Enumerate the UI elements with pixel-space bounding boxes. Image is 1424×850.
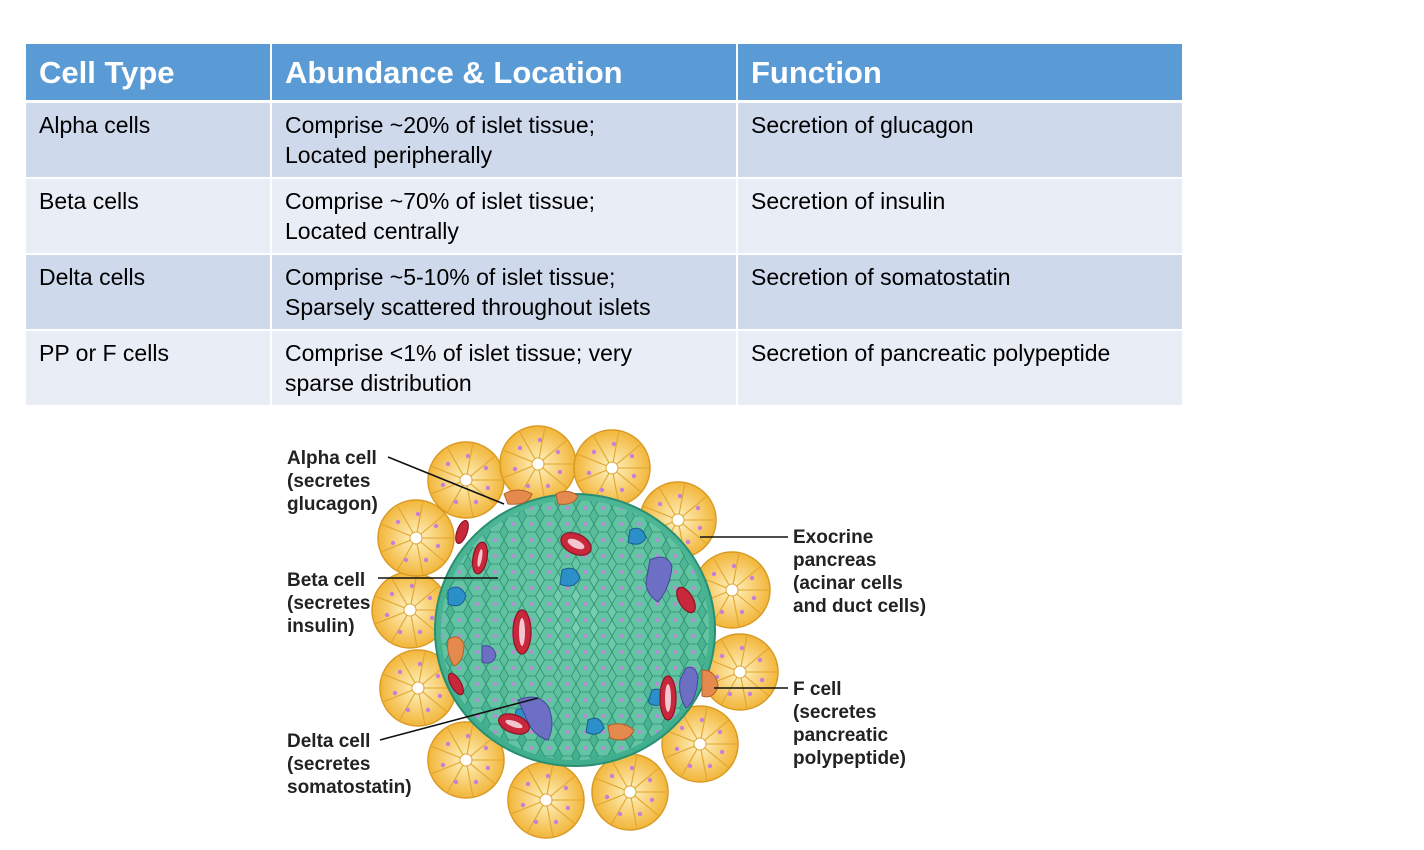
alpha-cell-label: Alpha cell (secretes glucagon) [287,448,382,515]
abundance-line: sparse distribution [285,370,472,396]
cell-type: Beta cells [26,179,272,255]
cell-type-table: Cell Type Abundance & Location Function … [26,44,1182,407]
leader-lines [378,456,788,741]
islet-of-langerhans [434,489,719,767]
abundance-line: Located centrally [285,218,459,244]
function: Secretion of pancreatic polypeptide [738,331,1182,407]
abundance-location: Comprise ~5-10% of islet tissue; Sparsel… [272,255,738,331]
table-row: Delta cells Comprise ~5-10% of islet tis… [26,255,1182,331]
abundance-line: Comprise ~70% of islet tissue; [285,188,595,214]
column-header-cell-type: Cell Type [26,44,272,103]
table-row: Alpha cells Comprise ~20% of islet tissu… [26,103,1182,179]
f-cells [481,556,699,741]
cell-type: Delta cells [26,255,272,331]
abundance-location: Comprise ~20% of islet tissue; Located p… [272,103,738,179]
column-header-abundance-location: Abundance & Location [272,44,738,103]
table-row: Beta cells Comprise ~70% of islet tissue… [26,179,1182,255]
abundance-location: Comprise <1% of islet tissue; very spars… [272,331,738,407]
table-header-row: Cell Type Abundance & Location Function [26,44,1182,103]
abundance-line: Comprise <1% of islet tissue; very [285,340,633,366]
pancreatic-islet-diagram: Alpha cell (secretes glucagon) Beta cell… [287,425,926,839]
abundance-location: Comprise ~70% of islet tissue; Located c… [272,179,738,255]
function: Secretion of insulin [738,179,1182,255]
f-cell-label: F cell (secretes pancreatic polypeptide) [793,679,906,769]
function: Secretion of somatostatin [738,255,1182,331]
delta-cell-label: Delta cell (secretes somatostatin) [287,731,412,798]
cell-type: PP or F cells [26,331,272,407]
abundance-line: Located peripherally [285,142,493,168]
abundance-line: Sparsely scattered throughout islets [285,294,651,320]
exocrine-pancreas-label: Exocrine pancreas (acinar cells and duct… [793,527,926,617]
alpha-cells [447,489,719,741]
cell-type: Alpha cells [26,103,272,179]
beta-cell-label: Beta cell (secretes insulin) [287,570,376,637]
table-row: PP or F cells Comprise <1% of islet tiss… [26,331,1182,407]
column-header-function: Function [738,44,1182,103]
abundance-line: Comprise ~5-10% of islet tissue; [285,264,616,290]
function: Secretion of glucagon [738,103,1182,179]
abundance-line: Comprise ~20% of islet tissue; [285,112,595,138]
